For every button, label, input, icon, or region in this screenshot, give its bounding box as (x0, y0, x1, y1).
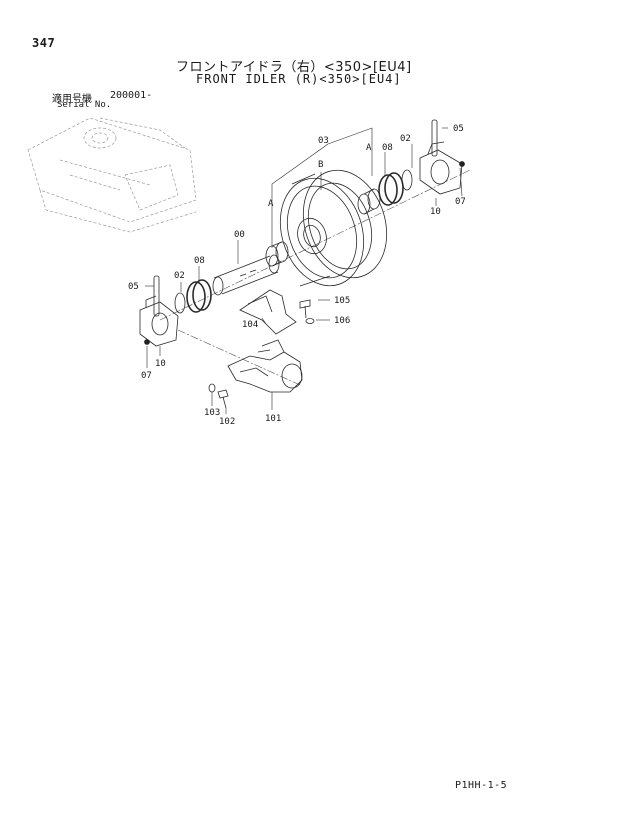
callout-00: 00 (234, 230, 245, 240)
bearing-housing-right (419, 141, 463, 195)
callout-08-left: 08 (194, 256, 205, 266)
callout-105: 105 (334, 296, 350, 306)
page-title-japanese: フロントアイドラ（右）<350>[EU4] (176, 60, 412, 75)
callout-03: 03 (318, 136, 329, 146)
idler-wheel (279, 169, 388, 287)
callout-102: 102 (219, 417, 235, 427)
callout-08-right: 08 (382, 143, 393, 153)
footer-code: P1HH-1-5 (455, 780, 508, 791)
callout-07-right: 07 (455, 197, 466, 207)
callout-101: 101 (265, 414, 281, 424)
serial-label-japanese: 適用号機 (52, 94, 92, 105)
page-number: 347 (32, 36, 56, 50)
callout-a-left: A (268, 199, 274, 209)
idler-shaft (212, 254, 280, 296)
leader-lines (145, 127, 463, 414)
bolt-105 (299, 299, 311, 319)
callout-a-right: A (366, 143, 372, 153)
callout-labels: 03 B A A 02 08 05 10 07 00 08 02 05 10 0… (128, 124, 466, 427)
callout-104: 104 (242, 320, 258, 330)
serial-value: 200001- (110, 90, 153, 101)
callout-103: 103 (204, 408, 220, 418)
callout-07-left: 07 (141, 371, 152, 381)
callout-02-right: 02 (400, 134, 411, 144)
floating-seal-left (186, 279, 212, 313)
bearing-housing-left (139, 295, 179, 347)
callout-02-left: 02 (174, 271, 185, 281)
pin-left (153, 275, 160, 317)
callout-10-left: 10 (155, 359, 166, 369)
bolt-102 (217, 389, 229, 409)
pin-right (431, 119, 438, 157)
o-ring-right (401, 169, 413, 191)
plug-right (459, 161, 465, 167)
assembly-centreline (159, 169, 471, 386)
callout-106: 106 (334, 316, 350, 326)
o-ring-left (174, 292, 186, 314)
page-title-english: FRONT IDLER (R)<350>[EU4] (196, 72, 402, 86)
idler-guard (239, 289, 297, 335)
idler-yoke (227, 339, 303, 393)
callout-10-right: 10 (430, 207, 441, 217)
serial-label-english: Serial No. (57, 100, 112, 110)
callout-05-left: 05 (128, 282, 139, 292)
locator-sketch (27, 117, 197, 233)
plug-left (144, 339, 150, 345)
callout-05-right: 05 (453, 124, 464, 134)
washer-106 (305, 318, 315, 324)
floating-seal-right (378, 172, 404, 206)
washer-103 (208, 383, 216, 393)
callout-b: B (318, 160, 323, 170)
